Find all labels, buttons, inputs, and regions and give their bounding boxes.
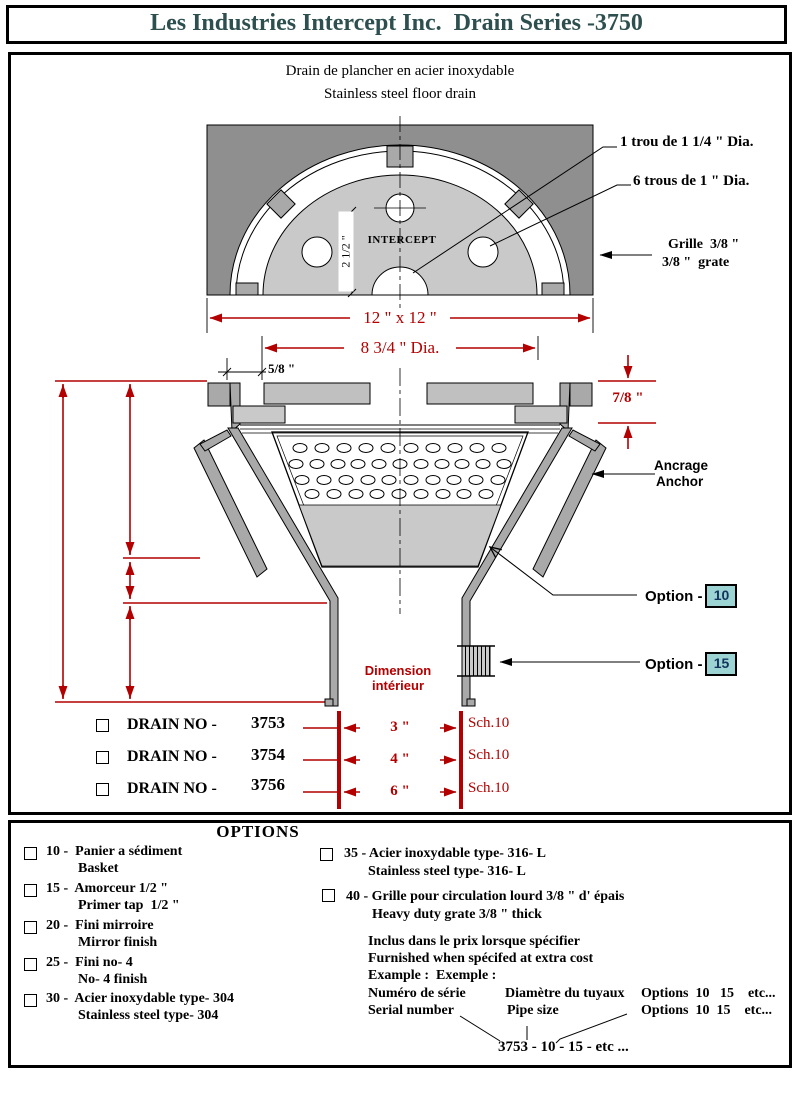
annotation-grate-fr: Grille 3/8 ": [668, 237, 740, 252]
option-item-fr: 40 - Grille pour circulation lourd 3/8 "…: [346, 889, 625, 904]
brand-label: INTERCEPT: [367, 234, 437, 246]
option-item-en: Heavy duty grate 3/8 " thick: [372, 907, 542, 922]
drain-row-pipe-size: 6 ": [360, 783, 440, 800]
option-item-fr: 20 - Fini mirroire: [46, 918, 154, 933]
interior-dimension-note: Dimension intérieur: [355, 663, 441, 693]
drain-row-number: 3753: [251, 713, 285, 732]
rim-height-dim: 7/8 ": [612, 390, 644, 406]
option-item-fr: 30 - Acier inoxydable type- 304: [46, 991, 234, 1006]
note-fr: Inclus dans le prix lorsque spécifier: [368, 934, 580, 949]
option-item-en: Primer tap 1/2 ": [78, 898, 180, 913]
option-item-en: Mirror finish: [78, 935, 158, 950]
option-30-checkbox[interactable]: [24, 994, 37, 1007]
option-item-fr: 15 - Amorceur 1/2 ": [46, 881, 168, 896]
options-box: [8, 820, 792, 1068]
drain-row-number: 3756: [251, 775, 285, 794]
section-rim: [207, 382, 593, 433]
drain-row-label: DRAIN NO -: [127, 748, 217, 765]
option-40-checkbox[interactable]: [322, 889, 335, 902]
left-height-dims: [55, 380, 330, 703]
annotation-six-holes: 6 trous de 1 " Dia.: [633, 173, 750, 189]
drain-row-schedule: Sch.10: [468, 747, 510, 763]
drain-row-schedule: Sch.10: [468, 780, 510, 796]
interior-note-line1: Dimension: [364, 663, 432, 678]
drawing-title-fr: Drain de plancher en acier inoxydable: [285, 63, 515, 79]
legend-pipe-en: Pipe size: [507, 1003, 559, 1018]
header-box: [6, 5, 787, 44]
lip-dim: 5/8 ": [268, 361, 296, 376]
option-item-fr: 35 - Acier inoxydable type- 316- L: [344, 846, 546, 861]
drawing-box: [8, 52, 792, 815]
annotation-center-hole: 1 trou de 1 1/4 " Dia.: [620, 134, 754, 150]
interior-note-line2: intérieur: [371, 678, 424, 693]
sump-depth-dim: 2 1/2 ": [338, 211, 354, 292]
drain-row-pipe-size: 3 ": [360, 719, 440, 736]
drain-3756-checkbox[interactable]: [96, 783, 109, 796]
option-15-callout: Option - 15: [645, 652, 738, 676]
option-item-en: Stainless steel type- 316- L: [368, 864, 526, 879]
red-dimension-lines: [209, 313, 656, 449]
legend-serial-en: Serial number: [368, 1003, 454, 1018]
page-title: Les Industries Intercept Inc. Drain Seri…: [150, 10, 643, 36]
option-15-value: 15: [705, 652, 738, 676]
basket-perforations: [288, 443, 512, 499]
drain-3754-checkbox[interactable]: [96, 751, 109, 764]
drain-row-number: 3754: [251, 745, 285, 764]
option-item-en: Stainless steel type- 304: [78, 1008, 219, 1023]
option-10-value: 10: [705, 584, 738, 608]
example-connector-lines: [459, 1013, 628, 1044]
callout-leaders: [488, 470, 655, 666]
option-25-checkbox[interactable]: [24, 958, 37, 971]
annotation-anchor-fr: Ancrage: [654, 458, 709, 473]
plan-leader-lines: [412, 146, 652, 274]
options-title: OPTIONS: [216, 822, 300, 841]
drain-row-label: DRAIN NO -: [127, 780, 217, 797]
example-label: Example : Exemple :: [368, 968, 497, 983]
annotation-anchor-en: Anchor: [656, 474, 704, 489]
drain-row-schedule: Sch.10: [468, 715, 510, 731]
plan-centerlines: [374, 116, 426, 312]
option-35-checkbox[interactable]: [320, 848, 333, 861]
example-code: 3753 - 10 - 15 - etc ...: [498, 1039, 629, 1055]
option-15-checkbox[interactable]: [24, 884, 37, 897]
note-en: Furnished when spécifed at extra cost: [368, 951, 594, 966]
primer-tap: [457, 645, 495, 677]
option-item-en: Basket: [78, 861, 119, 876]
legend-pipe-fr: Diamètre du tuyaux: [505, 986, 625, 1001]
drain-row-label: DRAIN NO -: [127, 716, 217, 733]
extension-lines: [206, 298, 594, 380]
option-15-label: Option -: [645, 655, 703, 673]
anchor-wings: [193, 429, 607, 578]
grate-diameter-dim: 8 3/4 " Dia.: [360, 338, 440, 357]
option-10-checkbox[interactable]: [24, 847, 37, 860]
option-10-label: Option -: [645, 587, 703, 605]
drain-row-pipe-size: 4 ": [360, 751, 440, 768]
option-item-fr: 25 - Fini no- 4: [46, 955, 133, 970]
legend-serial-fr: Numéro de série: [368, 986, 466, 1001]
drawing-title-en: Stainless steel floor drain: [323, 86, 477, 102]
option-10-callout: Option - 10: [645, 584, 738, 608]
legend-options-fr: Options 10 15 etc...: [641, 986, 776, 1001]
legend-options-en: Options 10 15 etc...: [641, 1003, 773, 1018]
option-item-en: No- 4 finish: [78, 972, 148, 987]
drain-3753-checkbox[interactable]: [96, 719, 109, 732]
option-item-fr: 10 - Panier a sédiment: [46, 844, 183, 859]
overall-dim: 12 " x 12 ": [363, 308, 437, 327]
funnel-and-pipe: [227, 427, 573, 707]
annotation-grate-en: 3/8 " grate: [662, 255, 730, 270]
option-20-checkbox[interactable]: [24, 921, 37, 934]
